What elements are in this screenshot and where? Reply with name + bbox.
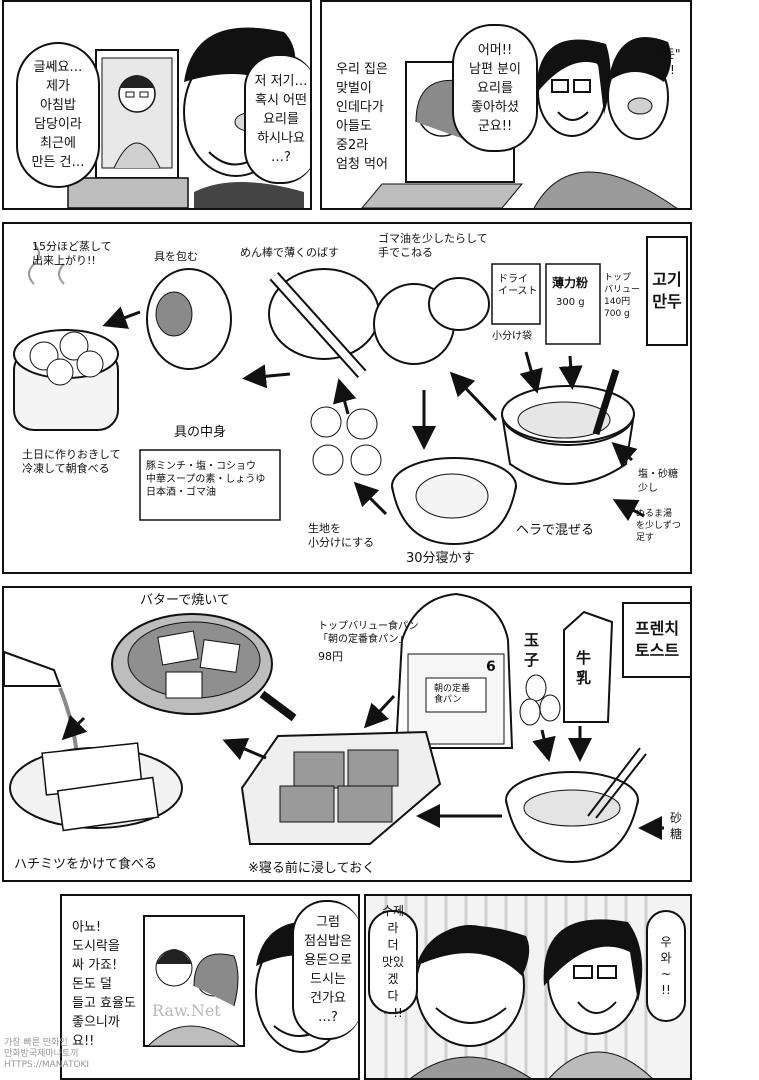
panel-1-bubble-right: 저 저기… 혹시 어떤 요리를 하시나요 …? (244, 54, 310, 184)
toast-egg-label: 玉 子 (524, 631, 540, 669)
panel-2-bubble-left: 우리 집은 맞벌이 인데다가 아들도 중2라 엄청 먹어 (336, 62, 388, 172)
panel-gyoza-recipe: 고기 만두 15分ほど蒸して 出来上がり!! 具を包む めん棒で薄くのばす ゴマ… (2, 222, 692, 574)
gyoza-topvalu-label: トップ バリュー 140円 700 g (604, 273, 641, 319)
toast-honey: ハチミツをかけて食べる (14, 857, 158, 872)
toast-butter: バターで焼いて (140, 593, 230, 608)
gyoza-filling-list: 豚ミンチ・塩・コショウ 中華スープの素・しょうゆ 日本酒・ゴマ油 (146, 461, 266, 498)
gyoza-title: 고기 만두 (646, 236, 688, 346)
gyoza-step-roll: めん棒で薄くのばす (240, 246, 339, 259)
panel-5-bubble-right: 그럼 점심밥은 용돈으로 드시는 건가요 …? (292, 900, 358, 1040)
toast-art (4, 592, 664, 864)
toast-sugar-label: 砂 糖 (670, 811, 683, 841)
gyoza-freeze-note: 土日に作りおきして 冷凍して朝食べる (22, 448, 121, 475)
gyoza-flour-label: 薄力粉 (552, 276, 589, 290)
toast-soak: ※寝る前に浸しておく (248, 861, 376, 876)
gyoza-flour-amount: 300 g (556, 297, 585, 308)
panel-1: 글쎄요… 제가 아침밥 담당이라 최근에 만든 건… 저 저기… 혹시 어떤 요… (2, 0, 312, 210)
toast-bread-label: トップバリュー食パン 「朝の定番食パン」 (318, 621, 419, 645)
toast-bread-count: 6 (486, 659, 496, 675)
corner-watermark: 가장 빠른 만화인 만화방국제마나토끼 HTTPS://MANATOKI (4, 1038, 90, 1070)
panel-6-bubble-left: 수제라 더 맛있겠 다~!! (368, 904, 418, 1020)
gyoza-yeast-note: 小分け袋 (492, 331, 532, 342)
panel-5: 아뇨! 도시락을 싸 가죠! 돈도 덜 들고 효율도 좋으니까요!! 그럼 점심… (60, 894, 360, 1080)
panel-6-art (366, 896, 690, 1078)
gyoza-step-wrap: 具を包む (154, 250, 198, 263)
gyoza-art (13, 243, 645, 546)
toast-milk-label: 牛 乳 (576, 649, 592, 687)
gyoza-divide: 生地を 小分けにする (308, 522, 375, 549)
panel-1-bubble-left: 글쎄요… 제가 아침밥 담당이라 최근에 만든 건… (16, 42, 100, 188)
panel-5-watermark: Raw.Net (152, 1001, 221, 1020)
panel-6: 수제라 더 맛있겠 다~!! 우 와 ~ !! (364, 894, 692, 1080)
toast-bag-text: 朝の定番 食パン (434, 684, 471, 705)
gyoza-mix: ヘラで混ぜる (516, 523, 595, 538)
toast-bread-price: 98円 (318, 650, 343, 663)
panel-2: 우리 집은 맞벌이 인데다가 아들도 중2라 엄청 먹어 어머!! 남편 분이 … (320, 0, 692, 210)
panel-5-bubble-left: 아뇨! 도시락을 싸 가죠! 돈도 덜 들고 효율도 좋으니까요!! (72, 919, 136, 1049)
panel-6-bubble-right: 우 와 ~ !! (646, 910, 686, 1022)
toast-title: 프렌치 토스트 (622, 602, 690, 678)
gyoza-rest: 30分寝かす (406, 551, 475, 566)
gyoza-salt-sugar: 塩・砂糖 少し (638, 469, 678, 494)
panel-2-sfx: "용돈" …!! (647, 47, 681, 77)
panel-2-bubble-right: 어머!! 남편 분이 요리를 좋아하셨 군요!! (452, 24, 538, 152)
gyoza-warm-water: ぬるま湯 を少しずつ 足す (636, 509, 681, 543)
gyoza-step-steam: 15分ほど蒸して 出来上がり!! (32, 240, 112, 267)
gyoza-filling-title: 具の中身 (174, 425, 227, 440)
gyoza-yeast-label: ドライ イースト (498, 274, 538, 297)
panel-french-toast: 프렌치 토스트 バターで焼いて トップバリュー食パン 「朝の定番食パン」 98円… (2, 586, 692, 882)
gyoza-step-knead: ゴマ油を少したらして 手でこねる (378, 232, 488, 259)
